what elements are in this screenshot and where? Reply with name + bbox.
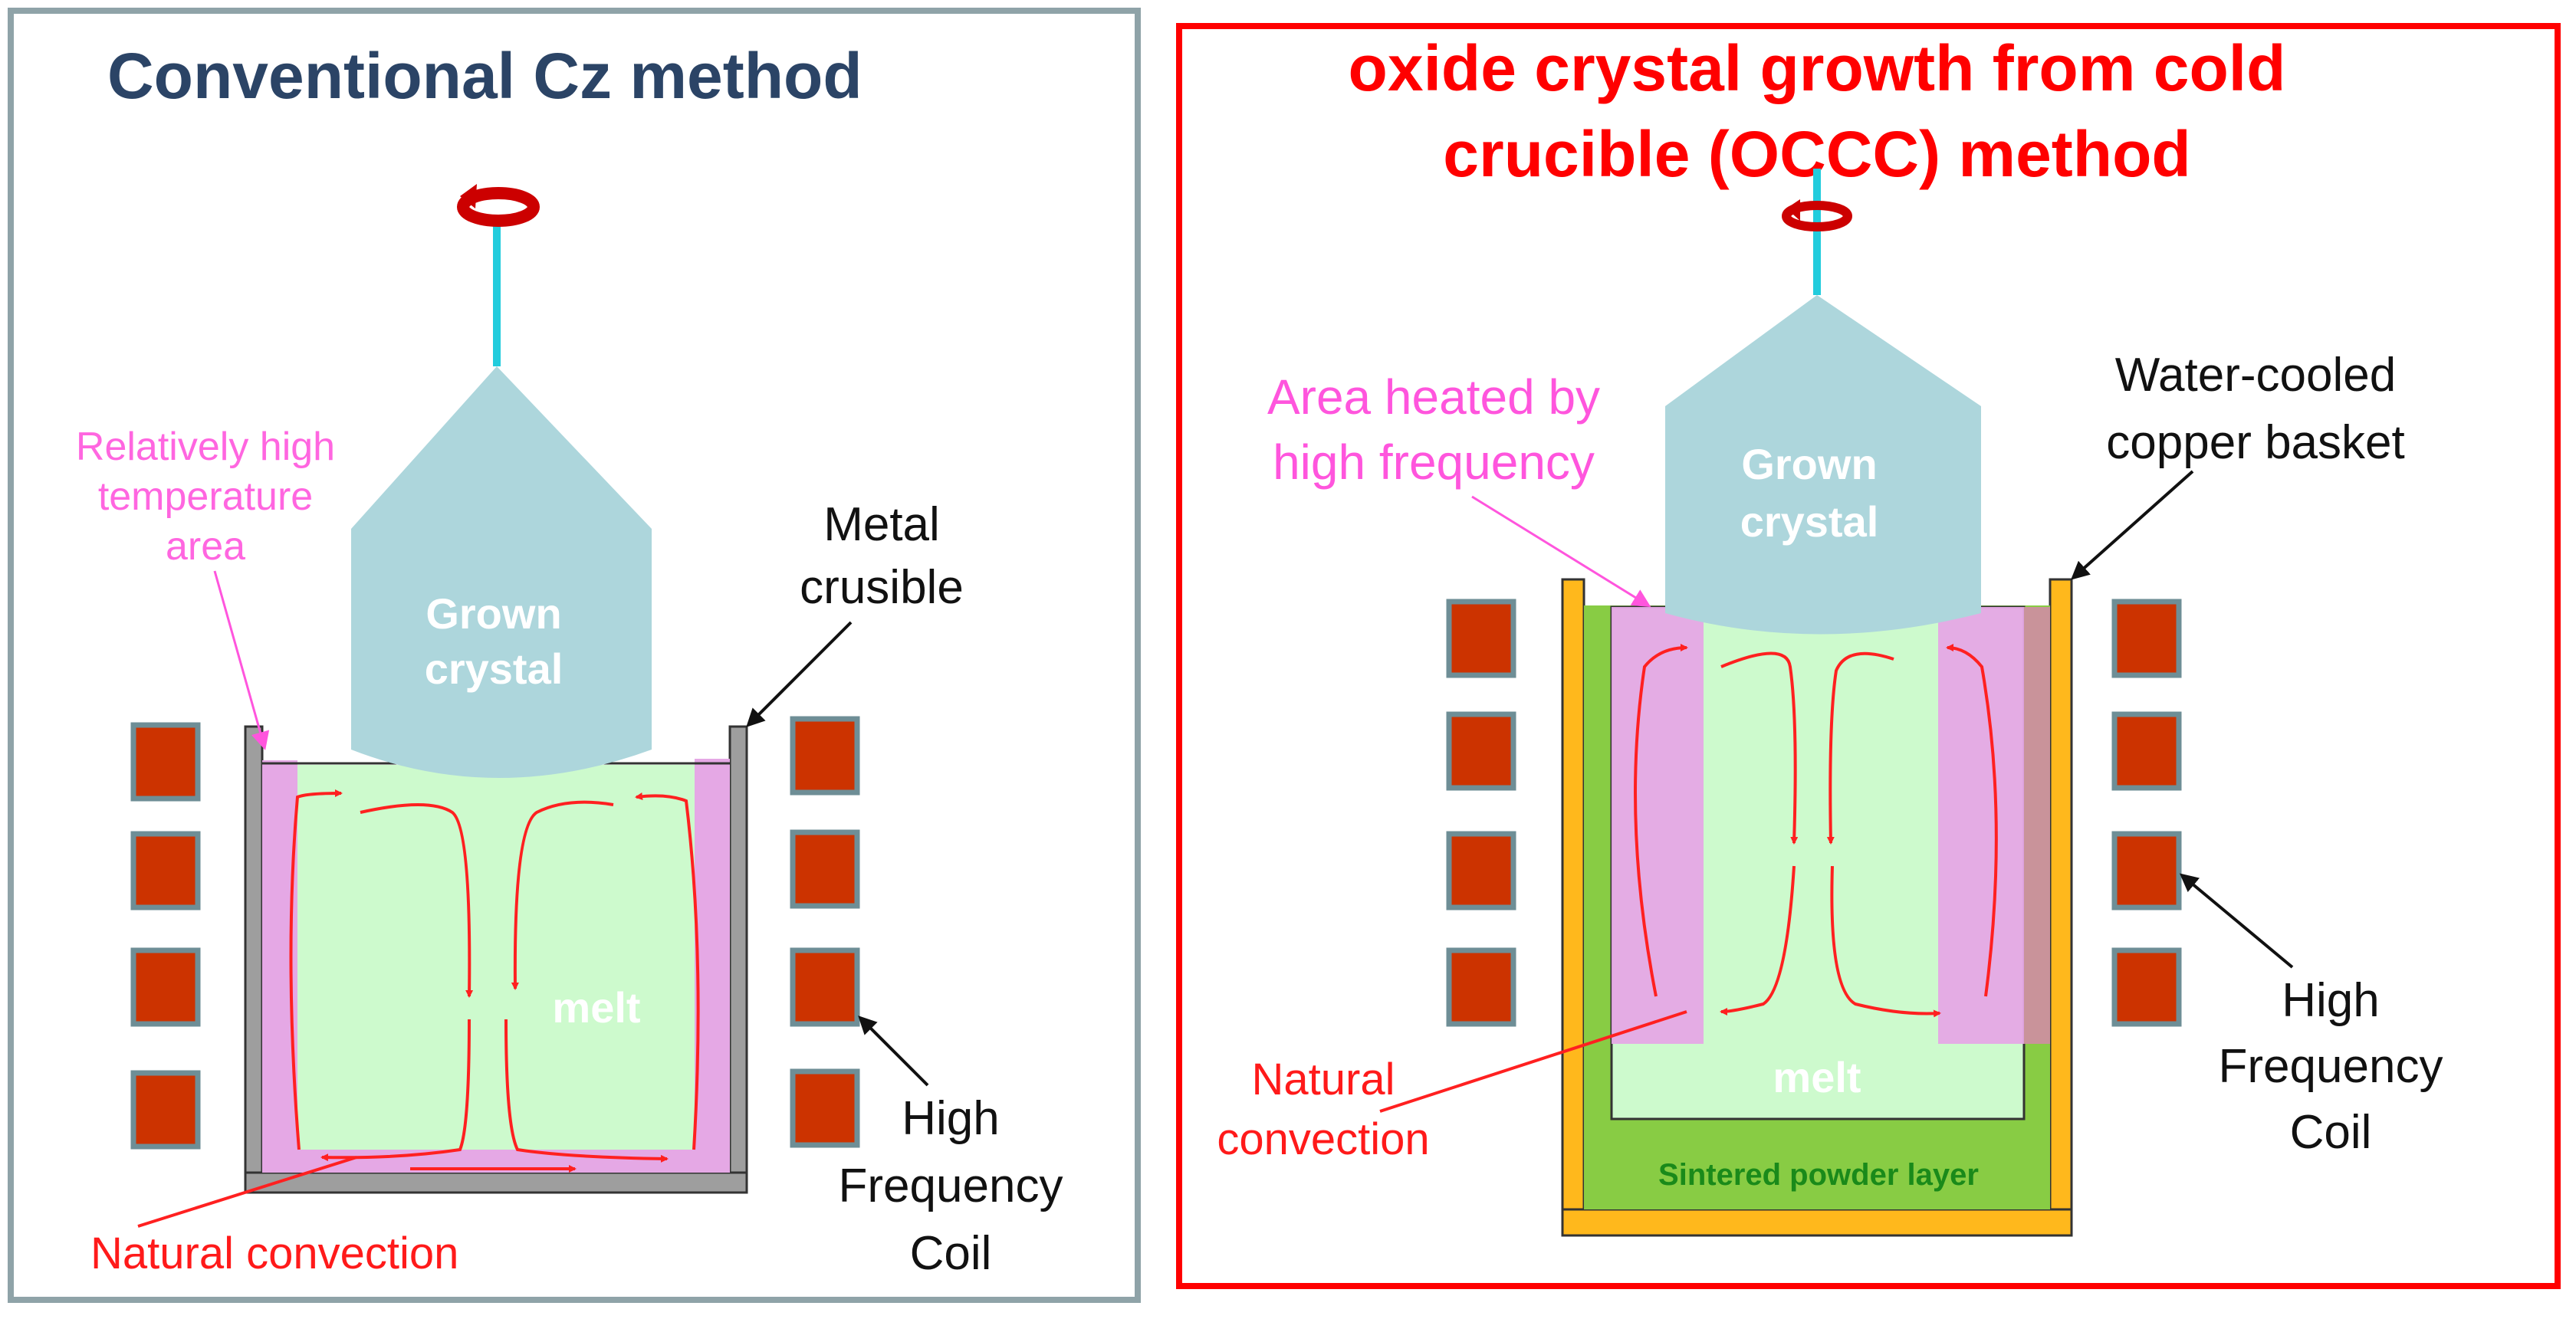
left-panel-title: Conventional Cz method: [107, 40, 863, 112]
area-heated-label-line1: Area heated by: [1267, 369, 1600, 425]
relatively-high-label-line3: area: [166, 524, 245, 569]
right-coil-column-left: [1446, 599, 1516, 1027]
left-panel: Conventional Cz method Grown crystal mel…: [8, 8, 1141, 1303]
water-cooled-label-line2: copper basket: [2106, 416, 2404, 469]
relatively-high-pointer: [213, 570, 270, 750]
left-coil-column-left: [130, 722, 201, 1150]
hot-area-right: [695, 759, 730, 1173]
right-natural-convection-label-line2: convection: [1217, 1114, 1429, 1164]
area-heated-pointer: [1471, 495, 1651, 608]
right-rotation-arrow-icon: [1782, 199, 1852, 231]
metal-crucible-right-wall: [728, 725, 748, 1188]
left-natural-convection-label: Natural convection: [90, 1229, 458, 1278]
left-coil-label-line3: Coil: [910, 1227, 992, 1280]
metal-crucible-left-wall: [244, 725, 264, 1188]
right-panel: oxide crystal growth from cold crucible …: [1176, 23, 2561, 1289]
right-grown-crystal: [1665, 295, 1981, 635]
water-cooled-label-line1: Water-cooled: [2115, 349, 2396, 402]
relatively-high-label-line1: Relatively high: [76, 425, 335, 469]
grown-crystal: [351, 366, 652, 778]
copper-basket-left-wall: [1561, 578, 1585, 1211]
area-heated-label-line2: high frequency: [1273, 435, 1595, 490]
heated-area-right-strip: [2024, 607, 2050, 1044]
heated-area-left: [1612, 607, 1704, 1044]
right-crystal-label-line1: Grown: [1741, 440, 1877, 488]
left-coil-column-right: [790, 716, 860, 1148]
left-crystal-label-line1: Grown: [426, 589, 561, 638]
left-crystal-label-line2: crystal: [425, 645, 564, 693]
right-coil-label-line3: Coil: [2290, 1106, 2372, 1159]
right-melt-label: melt: [1773, 1053, 1861, 1101]
right-coil-column-right: [2111, 599, 2182, 1027]
left-convection-arrows: [289, 789, 700, 1173]
right-natural-convection-label-line1: Natural: [1252, 1055, 1395, 1104]
right-natural-convection-pointer: [1379, 1010, 1687, 1113]
copper-basket-bottom: [1561, 1208, 2073, 1237]
right-panel-title-line1: oxide crystal growth from cold: [1349, 32, 2286, 104]
copper-basket-right-wall: [2049, 578, 2073, 1211]
metal-crucible-pointer: [746, 621, 853, 727]
right-coil-label-line1: High: [2282, 974, 2380, 1027]
right-crystal-label-line2: crystal: [1740, 497, 1879, 546]
rotation-arrow-icon: [457, 184, 540, 227]
right-coil-pointer: [2179, 873, 2294, 969]
metal-crucible-label-line1: Metal: [823, 498, 940, 551]
melt-region: [297, 765, 695, 1150]
metal-crucible-bottom: [244, 1171, 748, 1194]
relatively-high-label-line2: temperature: [98, 474, 313, 519]
right-convection-arrows: [1634, 644, 1998, 1018]
left-melt-label: melt: [552, 983, 640, 1032]
right-coil-label-line2: Frequency: [2219, 1040, 2443, 1093]
sintered-layer-label: Sintered powder layer: [1658, 1158, 1979, 1192]
left-coil-label-line2: Frequency: [839, 1160, 1063, 1212]
metal-crucible-label-line2: crusible: [800, 561, 964, 614]
left-coil-pointer: [858, 1015, 929, 1087]
left-coil-label-line1: High: [902, 1092, 1000, 1145]
water-cooled-pointer: [2071, 470, 2194, 580]
left-natural-convection-pointer: [137, 1156, 357, 1228]
